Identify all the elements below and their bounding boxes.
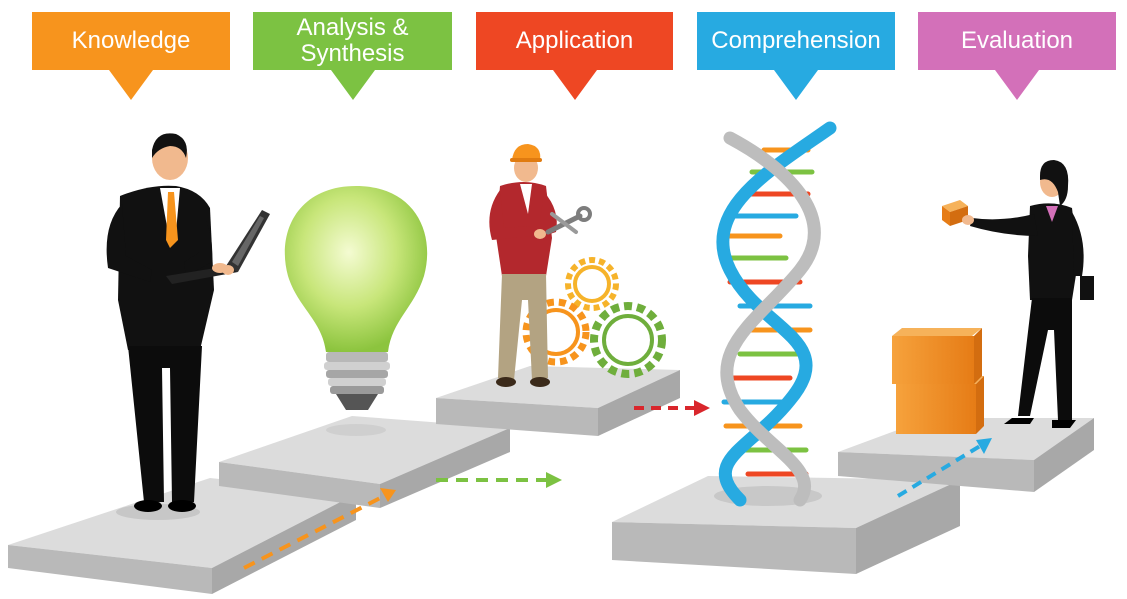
arrow-red bbox=[634, 400, 710, 416]
banner-evaluation: Evaluation bbox=[918, 12, 1116, 100]
banner-comprehension-label: Comprehension bbox=[711, 27, 881, 54]
banner-knowledge-label: Knowledge bbox=[71, 27, 191, 54]
platform-knowledge bbox=[8, 478, 356, 594]
box-icon bbox=[896, 376, 984, 434]
gear-icon bbox=[590, 302, 666, 378]
arrow-orange bbox=[243, 488, 396, 570]
banner-analysis-label: Analysis & Synthesis bbox=[296, 14, 409, 67]
banner-evaluation-arrow bbox=[995, 70, 1039, 100]
light-bulb-icon bbox=[284, 186, 428, 436]
banner-analysis: Analysis & Synthesis bbox=[253, 12, 452, 100]
man-with-laptop-icon bbox=[106, 133, 270, 520]
platform-application bbox=[436, 366, 680, 436]
box-icon bbox=[892, 328, 982, 384]
banner-comprehension-arrow bbox=[774, 70, 818, 100]
arrow-green bbox=[436, 472, 562, 488]
wrench-icon bbox=[545, 206, 592, 235]
banner-knowledge-arrow bbox=[109, 70, 153, 100]
platform-analysis bbox=[219, 416, 510, 508]
dna-helix-icon bbox=[714, 121, 837, 507]
banner-analysis-arrow bbox=[330, 70, 375, 100]
banner-application: Application bbox=[476, 12, 673, 100]
arrow-blue bbox=[896, 438, 992, 498]
woman-with-boxes-icon bbox=[892, 160, 1094, 434]
worker-with-gears-icon bbox=[489, 144, 666, 387]
banner-evaluation-label: Evaluation bbox=[960, 27, 1074, 54]
banner-comprehension: Comprehension bbox=[697, 12, 895, 100]
gear-icon bbox=[565, 257, 619, 311]
banner-application-label: Application bbox=[515, 27, 634, 54]
banner-application-arrow bbox=[552, 70, 597, 100]
banner-knowledge: Knowledge bbox=[32, 12, 230, 100]
